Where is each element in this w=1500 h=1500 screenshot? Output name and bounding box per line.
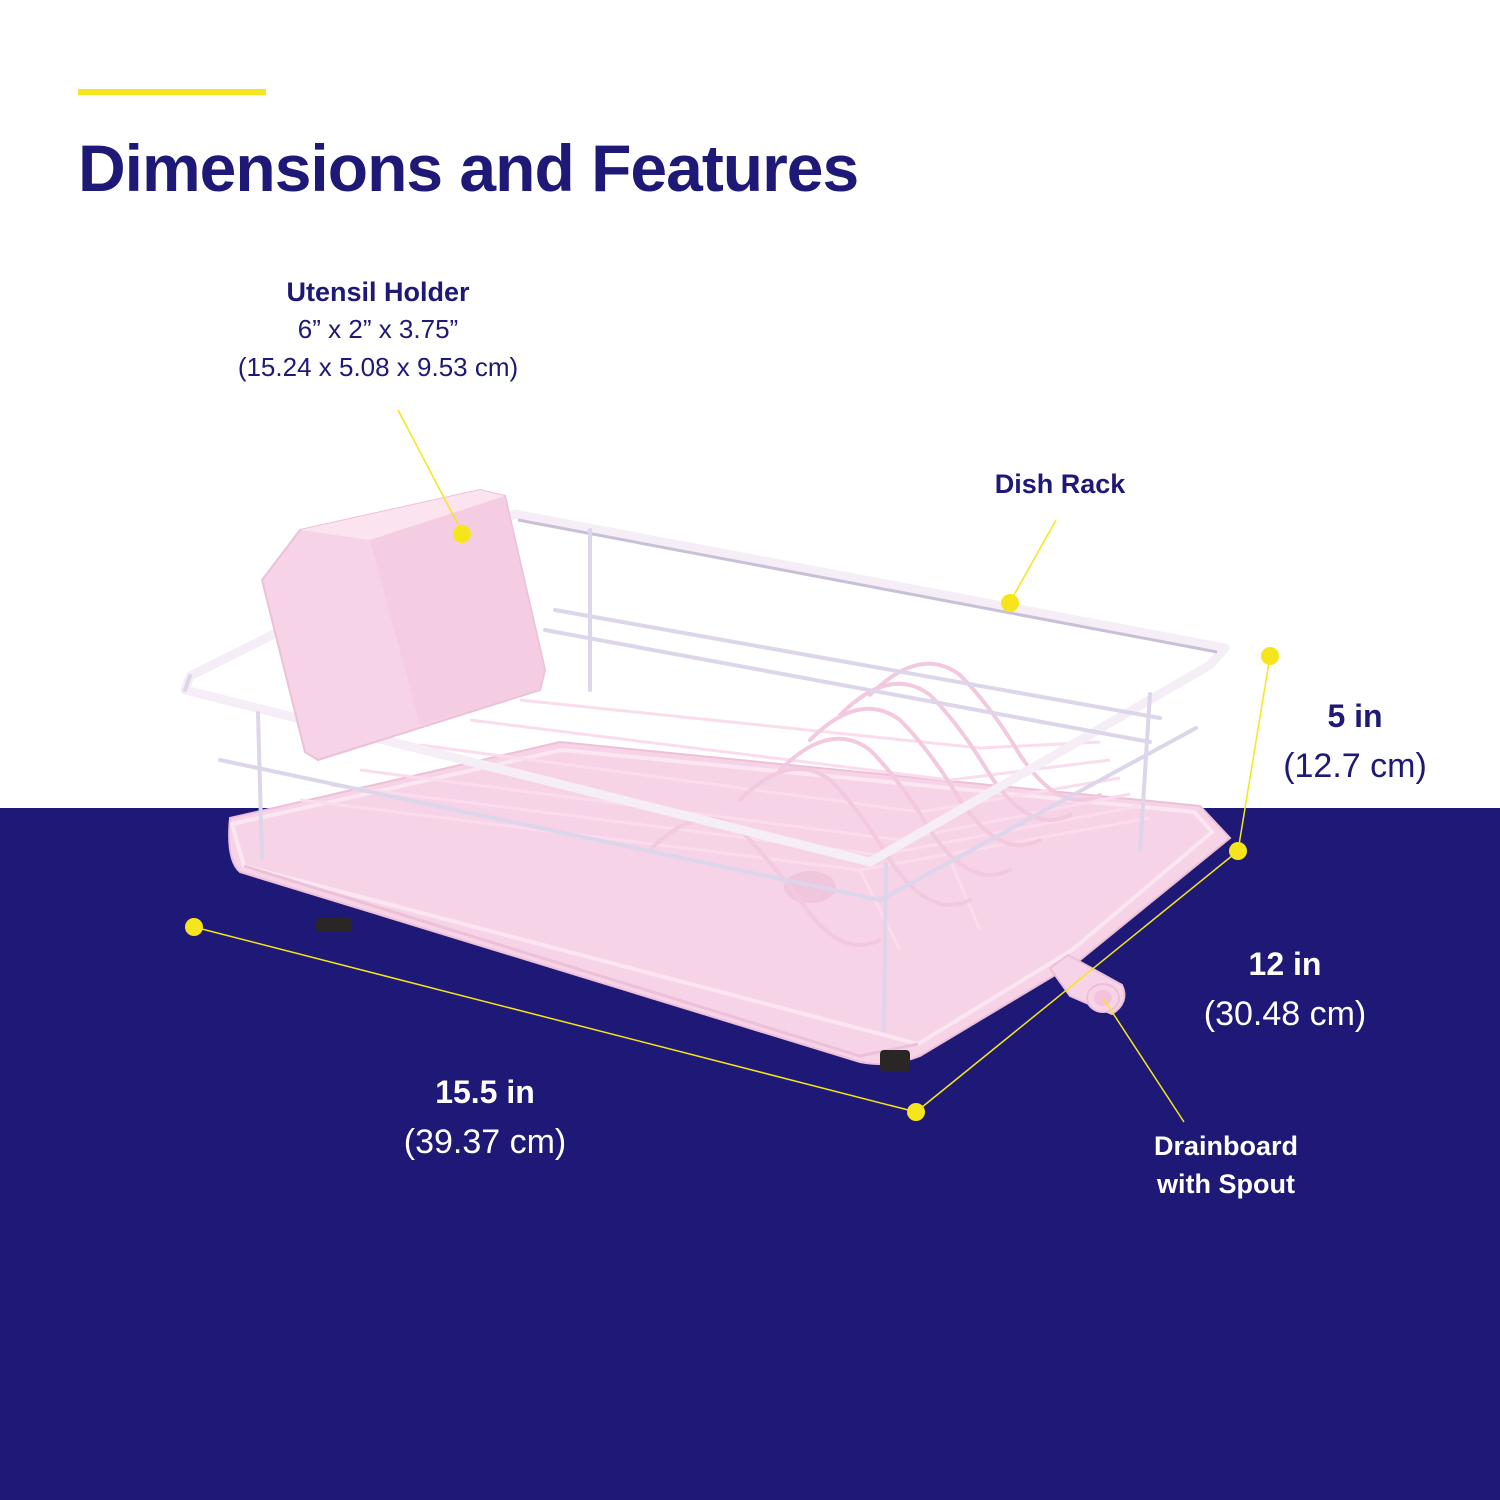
length-in: 15.5 in	[435, 1074, 535, 1110]
dish-rack-label: Dish Rack	[960, 466, 1160, 502]
page-title: Dimensions and Features	[78, 131, 859, 205]
corner-marker	[1229, 842, 1247, 860]
height-dimension-line	[1237, 655, 1271, 852]
height-top-marker	[1261, 647, 1279, 665]
utensil-holder-leader	[397, 409, 463, 533]
drainboard-spout	[1048, 953, 1126, 1016]
utensil-holder-cup	[260, 488, 547, 762]
rack-feet	[316, 918, 910, 1072]
length-end-marker	[907, 1103, 925, 1121]
length-dimension-line	[193, 926, 917, 1113]
width-dimension-line	[915, 850, 1239, 1113]
length-cm: (39.37 cm)	[403, 1123, 567, 1161]
annotation-leaders	[193, 409, 1271, 1123]
drainboard-leader	[1102, 997, 1185, 1123]
drainboard-line1: Drainboard	[1153, 1131, 1299, 1161]
dish-rack-marker	[1001, 594, 1019, 612]
drainboard-line2: with Spout	[1157, 1169, 1295, 1199]
dish-rack-leader	[1009, 519, 1057, 603]
length-label: 15.5 in (39.37 cm)	[385, 1068, 585, 1168]
height-label: 5 in (12.7 cm)	[1265, 692, 1445, 792]
dish-rack-name: Dish Rack	[994, 469, 1126, 499]
title-accent-bar	[78, 89, 266, 95]
utensil-holder-marker	[453, 525, 471, 543]
utensil-holder-dims-cm: (15.24 x 5.08 x 9.53 cm)	[237, 352, 519, 382]
annotation-dots	[185, 525, 1279, 1121]
width-label: 12 in (30.48 cm)	[1185, 940, 1385, 1040]
height-in: 5 in	[1327, 698, 1383, 734]
utensil-holder-name: Utensil Holder	[286, 277, 470, 307]
drainboard-label: Drainboard with Spout	[1130, 1127, 1322, 1203]
height-cm: (12.7 cm)	[1283, 747, 1427, 785]
width-cm: (30.48 cm)	[1203, 995, 1367, 1033]
utensil-holder-dims-in: 6” x 2” x 3.75”	[297, 314, 459, 344]
utensil-holder-label: Utensil Holder 6” x 2” x 3.75” (15.24 x …	[200, 274, 556, 386]
width-in: 12 in	[1248, 946, 1322, 982]
length-start-marker	[185, 918, 203, 936]
rack-frame	[180, 509, 1230, 1032]
